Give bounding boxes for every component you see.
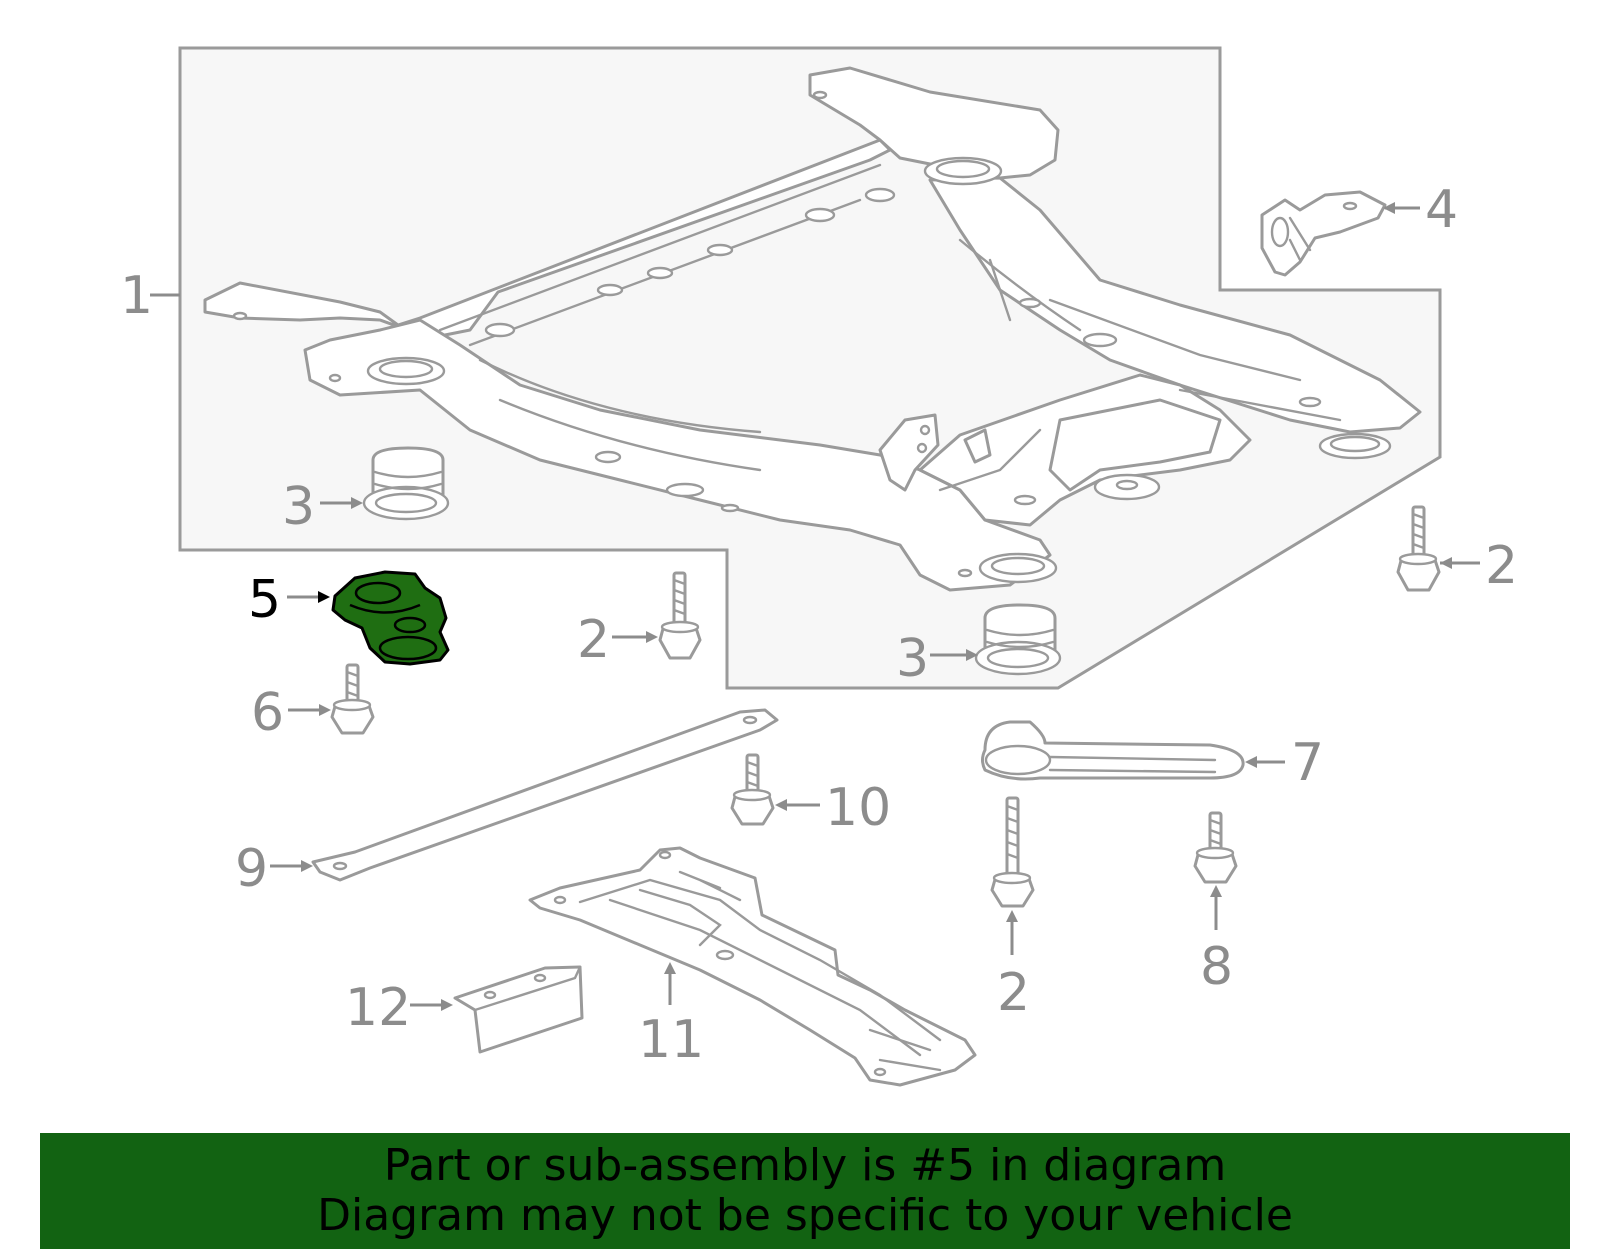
bolt-part-2-lower[interactable] — [990, 796, 1035, 908]
shield-part-11[interactable] — [528, 846, 977, 1087]
bracket-part-12[interactable] — [453, 965, 584, 1054]
bracket-part-4[interactable] — [1260, 190, 1387, 277]
callout-3-left: 3 — [282, 477, 315, 537]
bushing-part-3-left[interactable] — [362, 446, 450, 521]
leader-lines — [150, 202, 1480, 1011]
bolt-part-10[interactable] — [730, 753, 775, 826]
bolt-part-6[interactable] — [330, 663, 375, 735]
callout-5: 5 — [248, 570, 281, 630]
callout-1: 1 — [120, 266, 153, 326]
bolt-part-2-center[interactable] — [658, 571, 702, 660]
callout-2-right: 2 — [1485, 536, 1518, 596]
bolt-part-8[interactable] — [1193, 811, 1238, 884]
bushing-part-3-right[interactable] — [974, 603, 1062, 676]
banner-line-1: Part or sub-assembly is #5 in diagram — [383, 1140, 1227, 1191]
callout-6: 6 — [251, 683, 284, 743]
callout-3-right: 3 — [896, 629, 929, 689]
callout-4: 4 — [1425, 180, 1458, 240]
banner-line-2: Diagram may not be specific to your vehi… — [317, 1190, 1293, 1241]
link-arm-part-7[interactable] — [981, 720, 1245, 781]
brace-bar-part-9[interactable] — [311, 708, 779, 882]
bolt-part-2-right[interactable] — [1396, 505, 1441, 592]
callout-9: 9 — [235, 839, 268, 899]
subframe-part-1[interactable] — [203, 66, 1422, 592]
callout-labels: 1 2 2 2 3 3 4 5 6 7 8 9 10 11 12 — [120, 180, 1518, 1070]
info-banner: Part or sub-assembly is #5 in diagram Di… — [40, 1133, 1570, 1249]
callout-2-lower: 2 — [997, 963, 1030, 1023]
parts-diagram: 1 2 2 2 3 3 4 5 6 7 8 9 10 11 12 — [120, 46, 1518, 1087]
callout-11: 11 — [638, 1010, 704, 1070]
callout-12: 12 — [345, 978, 411, 1038]
callout-7: 7 — [1291, 733, 1324, 793]
callout-10: 10 — [825, 778, 891, 838]
assembly-panel — [178, 46, 1442, 690]
callout-8: 8 — [1200, 937, 1233, 997]
mount-part-5-highlighted[interactable] — [331, 570, 450, 666]
callout-2-center: 2 — [577, 610, 610, 670]
